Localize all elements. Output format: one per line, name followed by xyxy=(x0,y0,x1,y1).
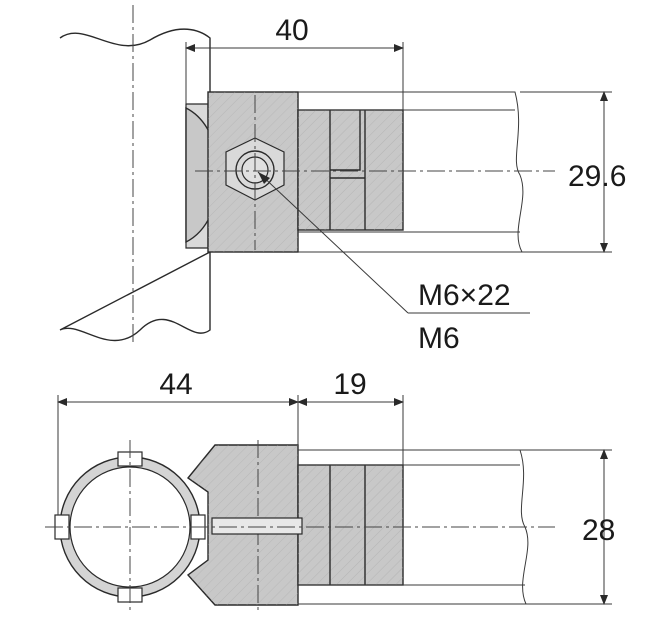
dim-29-6-label: 29.6 xyxy=(568,160,626,193)
dim-40-label: 40 xyxy=(275,14,308,47)
callout-thread-label: M6 xyxy=(418,322,460,355)
bottom-insert-step xyxy=(329,465,366,585)
dim-28-label: 28 xyxy=(582,514,615,547)
insert-step xyxy=(329,110,366,230)
bottom-insert-hatch xyxy=(298,465,403,585)
bottom-view: 44 19 28 xyxy=(45,368,615,612)
screw-shaft xyxy=(211,517,303,535)
top-view: 40 29.6 M6×22 M6 xyxy=(59,5,626,355)
dim-19-label: 19 xyxy=(333,368,366,401)
callout-arrow xyxy=(258,172,270,184)
dim-44-label: 44 xyxy=(159,368,192,401)
vertical-pipe-outline xyxy=(59,28,211,342)
tube-profile xyxy=(298,91,524,253)
callout-leader xyxy=(257,171,409,314)
callout-screw-label: M6×22 xyxy=(418,279,511,312)
